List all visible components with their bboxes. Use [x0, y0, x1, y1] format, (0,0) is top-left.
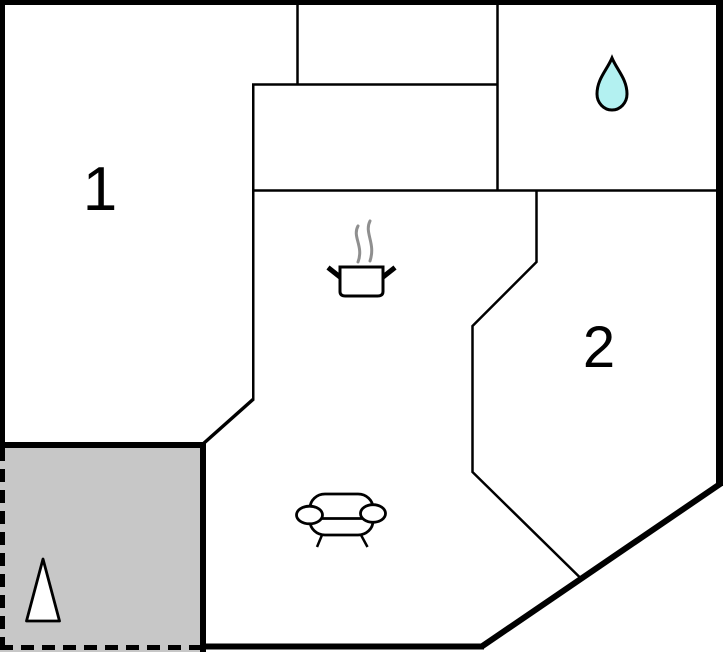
wall-diagonal-room1	[202, 397, 255, 445]
interior-walls	[252, 0, 719, 579]
terrace-dashed-edges	[0, 448, 202, 652]
pot-left-handle	[326, 265, 342, 279]
sofa-icon	[295, 492, 387, 548]
room-1-label: 1	[83, 155, 117, 224]
cooking-pot-icon	[326, 219, 397, 298]
wall-diagonal-bottom-right	[479, 480, 724, 650]
sofa-right-leg	[359, 534, 369, 548]
tree-icon	[25, 557, 61, 623]
sofa-right-armrest	[359, 503, 387, 524]
steam-icon	[366, 219, 374, 263]
steam-icon	[354, 224, 362, 264]
sofa-left-armrest	[295, 504, 324, 526]
room-2-label: 2	[583, 315, 615, 380]
room2-left-wall	[471, 190, 582, 579]
water-drop-icon	[595, 54, 629, 112]
pot-body	[338, 265, 385, 298]
pot-right-handle	[381, 265, 397, 279]
sofa-left-leg	[315, 534, 324, 548]
